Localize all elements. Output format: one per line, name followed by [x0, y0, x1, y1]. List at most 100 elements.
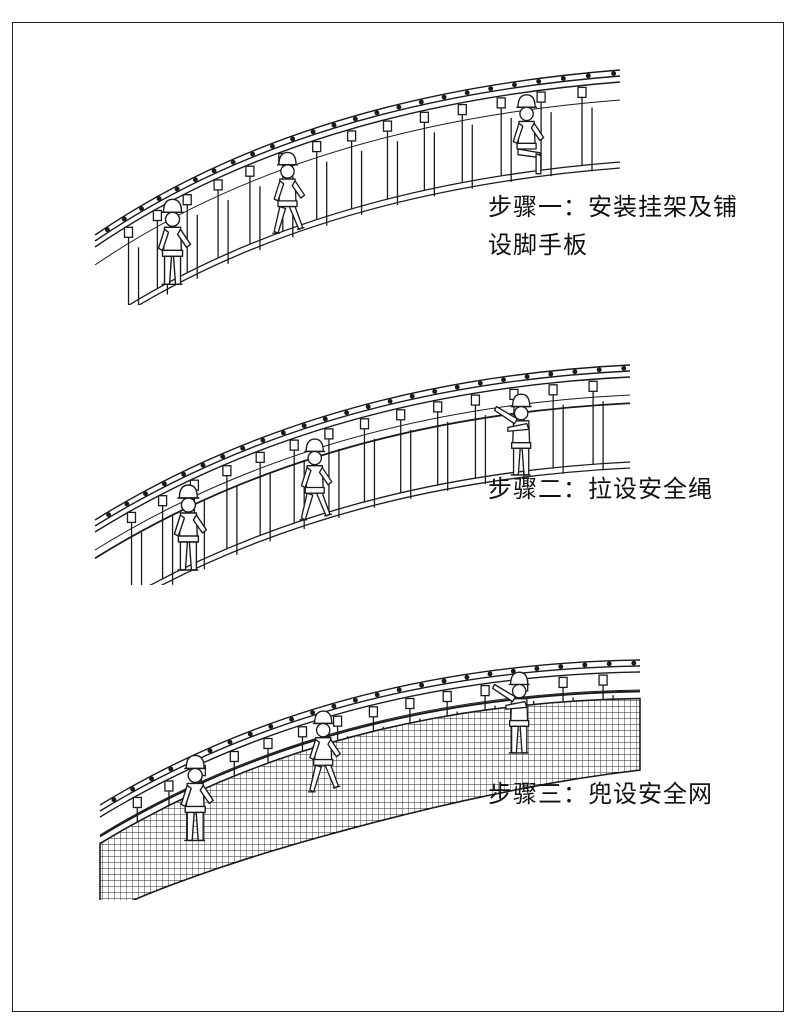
bolt-hole — [487, 671, 493, 677]
bolt-hole — [606, 661, 612, 667]
bolt-hole — [156, 196, 162, 202]
bolt-hole — [464, 674, 470, 680]
bolt-hole — [168, 766, 174, 772]
bolt-hole — [512, 82, 517, 88]
walkway-board-edge — [160, 467, 631, 585]
hanging-bracket-icon — [126, 511, 137, 524]
curved-beam-edge — [94, 69, 621, 236]
bolt-hole — [139, 206, 144, 212]
hanging-bracket-icon — [157, 495, 168, 507]
bolt-hole — [331, 703, 337, 709]
curved-beam-edge — [99, 665, 641, 812]
step-3-illustration — [0, 610, 800, 900]
bolt-hole — [488, 86, 494, 92]
bolt-hole — [174, 186, 180, 192]
safety-rope — [94, 402, 631, 560]
worker-figure-icon — [299, 438, 333, 521]
bolt-hole — [510, 668, 516, 674]
hanging-bracket-icon — [457, 103, 467, 116]
bolt-hole — [111, 797, 117, 803]
hanging-bracket-icon — [324, 428, 334, 440]
hanging-bracket-icon — [405, 697, 415, 710]
bolt-hole — [560, 75, 566, 81]
walkway-board — [127, 161, 621, 305]
bolt-hole — [207, 748, 213, 754]
hanging-bracket-icon — [496, 97, 506, 109]
bolt-hole — [200, 462, 206, 468]
hanging-bracket-icon — [289, 439, 299, 451]
bolt-hole — [130, 786, 136, 792]
hanging-bracket-icon — [419, 111, 430, 123]
beam-assembly — [94, 364, 631, 585]
curved-beam-edge — [94, 75, 621, 242]
bolt-hole — [268, 724, 274, 729]
hanging-bracket-icon — [123, 226, 134, 238]
bolt-hole — [524, 374, 530, 380]
bolt-hole — [365, 404, 371, 410]
bolt-hole — [596, 367, 602, 373]
bolt-hole — [501, 377, 506, 383]
bolt-hole — [250, 151, 256, 157]
bolt-hole — [464, 90, 470, 96]
worker-figure-icon — [308, 710, 341, 793]
bolt-hole — [290, 136, 296, 142]
step-1-label-line-1: 步骤一：安装挂架及铺 — [488, 193, 738, 221]
bolt-hole — [240, 445, 246, 451]
curved-beam-edge — [94, 99, 621, 266]
step-1-scaffold-drawing — [94, 69, 621, 305]
bolt-hole — [121, 216, 127, 222]
beam-assembly — [94, 69, 621, 305]
bolt-hole — [310, 710, 316, 716]
bolt-hole — [387, 398, 393, 404]
bolt-hole — [352, 116, 358, 122]
bolt-hole — [104, 227, 110, 233]
bolt-hole — [331, 122, 337, 128]
bolt-hole — [192, 177, 198, 183]
hanging-bracket-icon — [297, 726, 308, 738]
hanging-bracket-icon — [382, 120, 393, 132]
hanging-bracket-icon — [213, 179, 223, 191]
hanging-bracket-icon — [480, 684, 490, 697]
worker-figure-icon — [491, 671, 530, 754]
bolt-hole — [611, 71, 617, 76]
worker-figure-icon — [512, 94, 545, 175]
step-3-safety-net-drawing — [99, 659, 641, 900]
hanging-bracket-icon — [164, 780, 174, 792]
hanging-bracket-icon — [536, 91, 546, 103]
bolt-hole — [143, 491, 148, 497]
hanging-bracket-icon — [598, 674, 608, 686]
bolt-hole — [352, 697, 358, 703]
step-2-label-line-1: 步骤二：拉设安全绳 — [488, 475, 713, 503]
step-1-label: 步骤一：安装挂架及铺 设脚手板 — [488, 188, 738, 264]
step-1-illustration — [0, 55, 800, 305]
bolt-hole — [310, 129, 316, 135]
bolt-hole — [301, 423, 307, 429]
hanging-bracket-icon — [368, 706, 379, 718]
bolt-hole — [477, 380, 483, 386]
bolt-hole — [230, 159, 236, 165]
worker-figure-icon — [272, 151, 306, 234]
safety-net — [99, 697, 641, 900]
hanging-bracket-icon — [182, 194, 192, 206]
bolt-hole — [220, 454, 226, 459]
hanging-bracket-icon — [332, 715, 343, 727]
walkway-board-edge — [137, 167, 621, 305]
hanging-bracket-icon — [577, 86, 587, 99]
hanging-bracket-icon — [548, 384, 558, 396]
hanging-bracket-icon — [152, 209, 163, 222]
bolt-hole — [227, 739, 233, 745]
bolt-hole — [419, 682, 425, 688]
bolt-hole — [548, 371, 554, 377]
hanging-bracket-icon — [558, 676, 568, 689]
walkway-board — [149, 461, 631, 585]
bolt-hole — [454, 384, 460, 390]
bolt-hole — [149, 776, 155, 782]
curved-beam-edge — [99, 659, 641, 806]
worker-figure-icon — [493, 393, 532, 476]
bolt-hole — [374, 110, 380, 116]
step-2-illustration — [0, 335, 800, 585]
bolt-hole — [106, 512, 112, 518]
hanging-bracket-icon — [132, 796, 142, 809]
bolt-hole — [181, 471, 187, 477]
step-2-safety-rope-drawing — [94, 364, 631, 585]
